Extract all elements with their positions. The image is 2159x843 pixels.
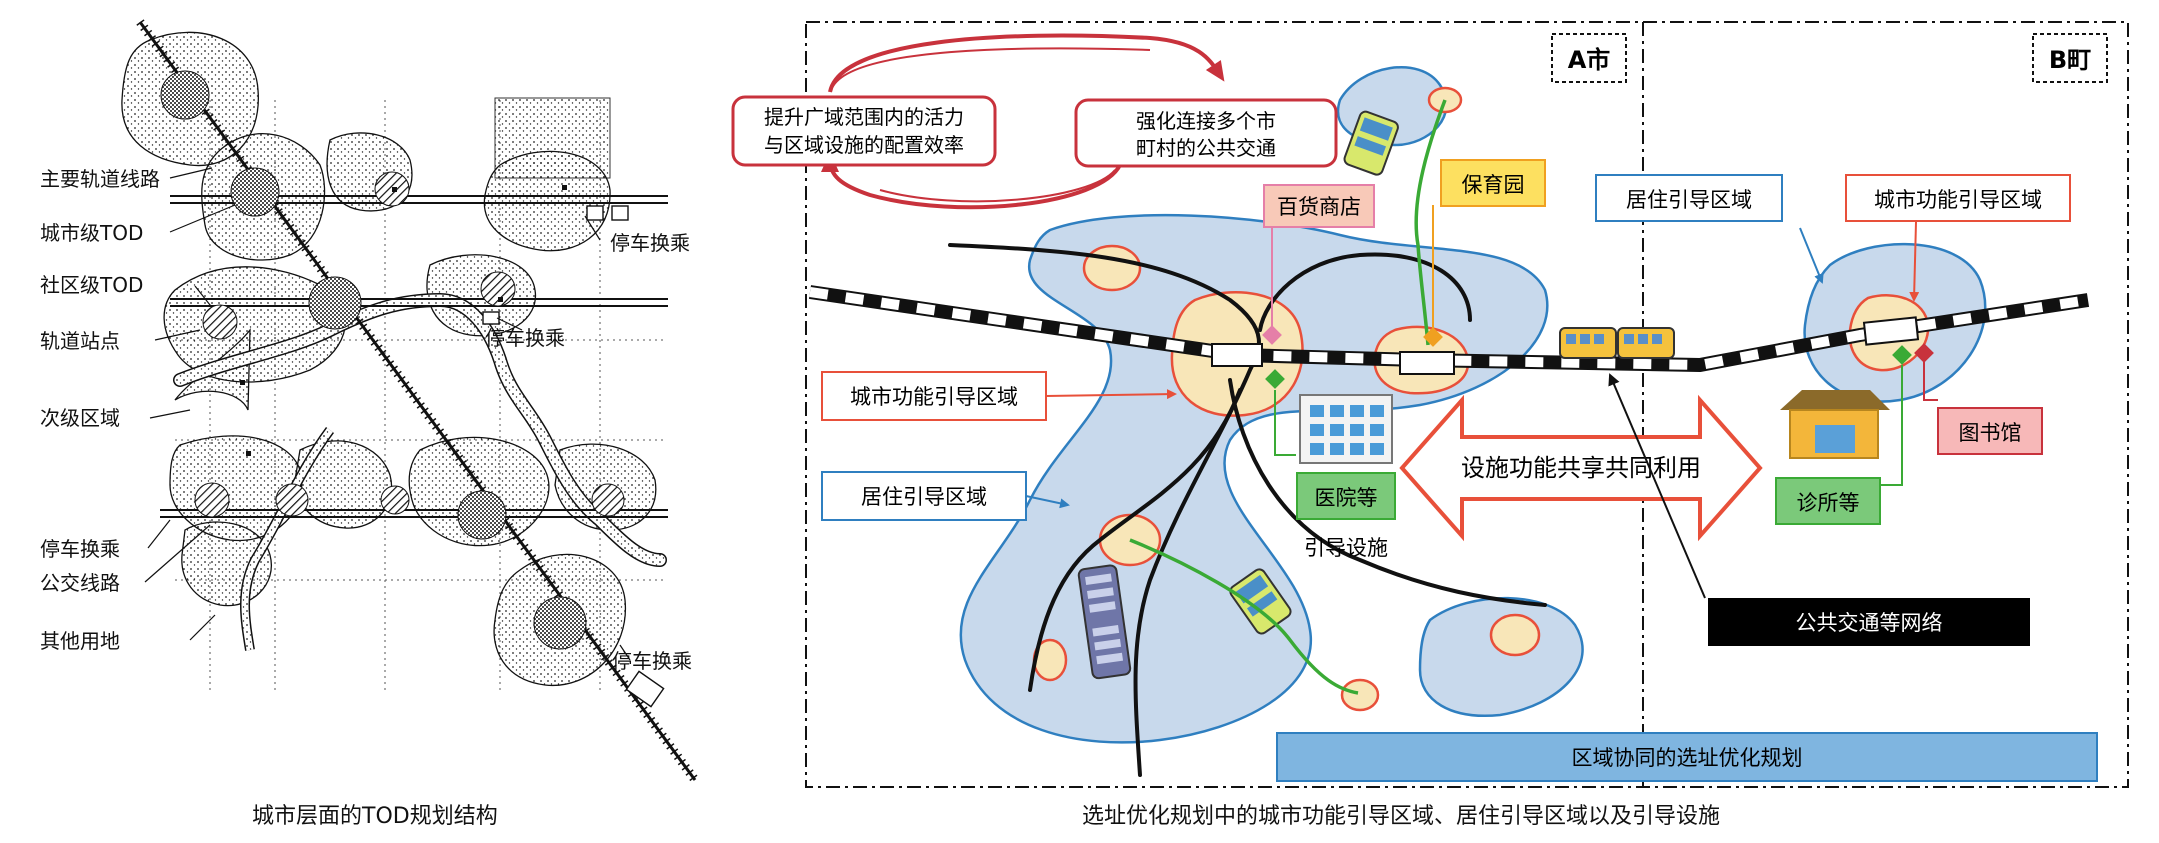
goal-box-1	[731, 95, 997, 167]
guide-facility-label: 引导设施	[1304, 536, 1388, 560]
goal-2-line1: 强化连接多个市	[1136, 109, 1276, 133]
park-ride-lots	[482, 205, 665, 708]
town-b-tag: B町	[2049, 46, 2091, 74]
right-caption: 选址优化规划中的城市功能引导区域、居住引导区域以及引导设施	[1082, 804, 1721, 829]
marker-leaders	[1271, 205, 1938, 486]
station-a-main	[1211, 343, 1263, 367]
nursery-box	[1440, 159, 1546, 207]
city-a-tag: A市	[1568, 46, 1611, 74]
hospital-marker	[1265, 369, 1285, 389]
share-facilities-label: 设施功能共享共同利用	[1461, 454, 1701, 482]
residential-b-box	[1595, 174, 1783, 222]
dept-store-box	[1263, 184, 1375, 228]
goal-2-line2: 町村的公共交通	[1136, 136, 1276, 160]
outer-frame	[805, 21, 2129, 788]
station-a-east	[1399, 351, 1455, 375]
cycle-arrows	[821, 33, 1225, 210]
label-park-ride: 停车换乘	[40, 537, 120, 561]
library-marker	[1914, 343, 1934, 363]
train-icon	[1559, 327, 1675, 359]
label-park-ride-2: 停车换乘	[485, 326, 565, 350]
transit-network-lines	[948, 243, 1547, 777]
regional-plan-label: 区域协同的选址优化规划	[1572, 746, 1803, 770]
community-tod-cores	[194, 171, 625, 518]
clinic-label: 诊所等	[1797, 491, 1860, 515]
residential-region-east	[1418, 596, 1584, 718]
sub-core-4	[1340, 678, 1380, 712]
urban-a-box	[821, 371, 1047, 421]
facility-markers	[1262, 325, 1934, 389]
cycle-arrows-inner	[831, 47, 1151, 203]
residential-a-label: 居住引导区域	[861, 485, 987, 509]
bus-icon-top	[1343, 110, 1399, 176]
main-rail-ties	[136, 19, 699, 783]
tod-structure-map: 主要轨道线路 城市级TOD 社区级TOD 轨道站点 次级区域 停车换乘 公交线路…	[40, 19, 699, 783]
left-caption: 城市层面的TOD规划结构	[252, 804, 498, 829]
clinic-marker	[1892, 345, 1912, 365]
label-rail-station: 轨道站点	[40, 329, 120, 353]
sub-core-1	[1082, 244, 1142, 292]
clinic-box	[1775, 477, 1881, 525]
label-main-rail: 主要轨道线路	[40, 167, 160, 191]
tram-icon	[1077, 564, 1132, 680]
residential-b-label: 居住引导区域	[1626, 188, 1752, 212]
town-b-tag-box	[2032, 33, 2108, 83]
label-park-ride-3: 停车换乘	[612, 649, 692, 673]
goal-1-line2: 与区域设施的配置效率	[764, 133, 964, 157]
residential-a-box	[821, 471, 1027, 521]
label-secondary-area: 次级区域	[40, 406, 120, 430]
city-tod-cores	[160, 70, 587, 650]
leader-lines	[144, 167, 631, 661]
hospital-building-icon	[1299, 394, 1393, 464]
sub-core-5	[1489, 613, 1541, 657]
rail-station-dots	[240, 185, 567, 456]
label-bus-line: 公交线路	[40, 571, 120, 595]
urban-b-box	[1845, 174, 2071, 222]
transit-network-label: 公共交通等网络	[1796, 611, 1943, 635]
green-connectors	[1129, 99, 1447, 695]
station-b	[1862, 316, 1920, 346]
city-a-tag-box	[1551, 33, 1627, 83]
nursery-label: 保育园	[1462, 173, 1525, 197]
label-community-tod: 社区级TOD	[40, 273, 143, 297]
hospital-box	[1296, 472, 1396, 520]
dept-store-label: 百货商店	[1277, 195, 1361, 219]
library-box	[1937, 407, 2043, 455]
clinic-house-icon	[1780, 390, 1890, 459]
goal-1-line1: 提升广域范围内的活力	[764, 105, 964, 129]
hospital-label: 医院等	[1315, 486, 1378, 510]
label-other-land: 其他用地	[40, 629, 120, 653]
regional-plan-band	[1276, 732, 2098, 782]
dept-store-marker	[1262, 325, 1282, 345]
goal-box-2	[1074, 98, 1338, 168]
location-plan-diagram: A市 B町	[731, 21, 2129, 788]
urban-a-label: 城市功能引导区域	[850, 385, 1018, 409]
share-arrow	[1399, 394, 1763, 542]
label-city-tod: 城市级TOD	[40, 221, 143, 245]
stations	[1211, 316, 1920, 375]
urban-b-label: 城市功能引导区域	[1874, 188, 2042, 212]
label-park-ride-1: 停车换乘	[610, 231, 690, 255]
library-label: 图书馆	[1959, 421, 2022, 445]
nursery-marker	[1423, 327, 1443, 347]
transit-network-box	[1708, 598, 2030, 646]
